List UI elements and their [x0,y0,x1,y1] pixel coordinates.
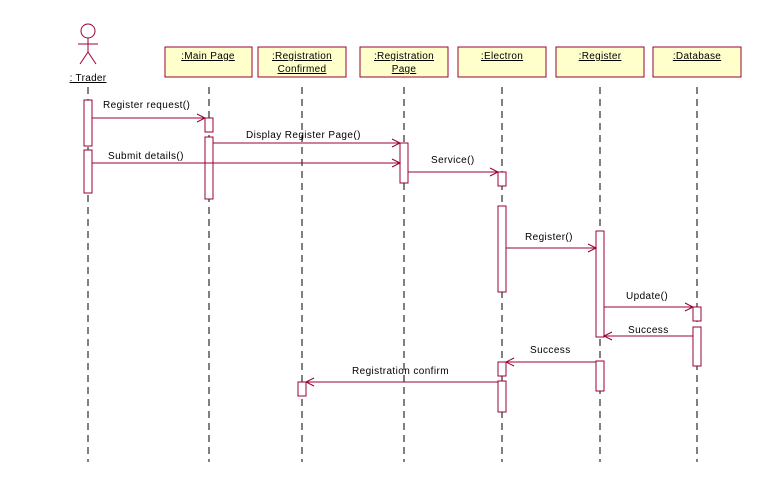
arrow-head-icon [196,113,207,123]
message-display-register-page: Display Register Page() [213,130,402,148]
activation-database-2 [692,326,702,367]
object-label-line-1: :Registration [374,51,434,62]
object-registration-page: :Registration Page [359,46,449,78]
message-register-request: Register request() [92,100,207,123]
message-label: Update() [626,291,668,302]
object-box [359,46,449,78]
object-box [652,46,742,78]
message-label: Success [530,345,571,356]
object-label: :Electron [481,51,523,62]
activation-trader-1 [83,99,93,147]
message-label: Display Register Page() [246,130,361,141]
message-label: Registration confirm [352,366,449,377]
object-main-page: :Main Page [164,46,253,78]
actor-label: : Trader [70,73,107,84]
activation-registration-page [399,142,409,184]
arrow-head-icon [602,331,613,341]
message-register: Register() [506,232,598,253]
object-label: :Register [579,51,622,62]
object-database: :Database [652,46,742,78]
message-update: Update() [604,291,695,312]
object-box [257,46,347,78]
message-label: Service() [431,155,475,166]
arrow-head-icon [489,167,500,177]
message-service: Service() [408,155,500,177]
message-label: Register() [525,232,573,243]
object-label-line-1: :Registration [272,51,332,62]
message-label: Register request() [103,100,190,111]
arrow-head-icon [504,357,515,367]
object-box [457,46,547,78]
message-registration-confirm: Registration confirm [304,366,498,387]
arrow-head-icon [391,138,402,148]
actor-trader: : Trader [70,23,107,84]
object-box [555,46,645,78]
message-label: Success [628,325,669,336]
message-success-database: Success [602,325,693,341]
activation-registration-confirmed [297,381,307,397]
object-box [164,46,253,78]
object-registration-confirmed: :Registration Confirmed [257,46,347,78]
activation-database-1 [692,306,702,322]
activation-electron-2 [497,205,507,293]
actor-head [80,23,96,39]
activation-register-2 [595,360,605,392]
object-register: :Register [555,46,645,78]
object-label-line-2: Page [392,64,417,75]
arrow-head-icon [391,158,402,168]
object-label: :Database [673,51,721,62]
arrow-head-icon [587,243,598,253]
activation-main-page-1 [204,117,214,133]
actor-leg-right [87,51,97,65]
activations [83,99,702,413]
arrow-head-icon [684,302,695,312]
message-label: Submit details() [108,151,184,162]
activation-trader-2 [83,149,93,194]
object-label: :Main Page [181,51,235,62]
activation-electron-3 [497,361,507,377]
activation-register-1 [595,230,605,338]
message-submit-details: Submit details() [92,151,402,168]
activation-electron-4 [497,380,507,413]
actor-leg-left [79,51,89,65]
object-electron: :Electron [457,46,547,78]
object-label-line-2: Confirmed [278,64,327,75]
message-success-register: Success [504,345,596,367]
activation-main-page-2 [204,136,214,200]
arrow-head-icon [304,377,315,387]
activation-electron-1 [497,171,507,187]
